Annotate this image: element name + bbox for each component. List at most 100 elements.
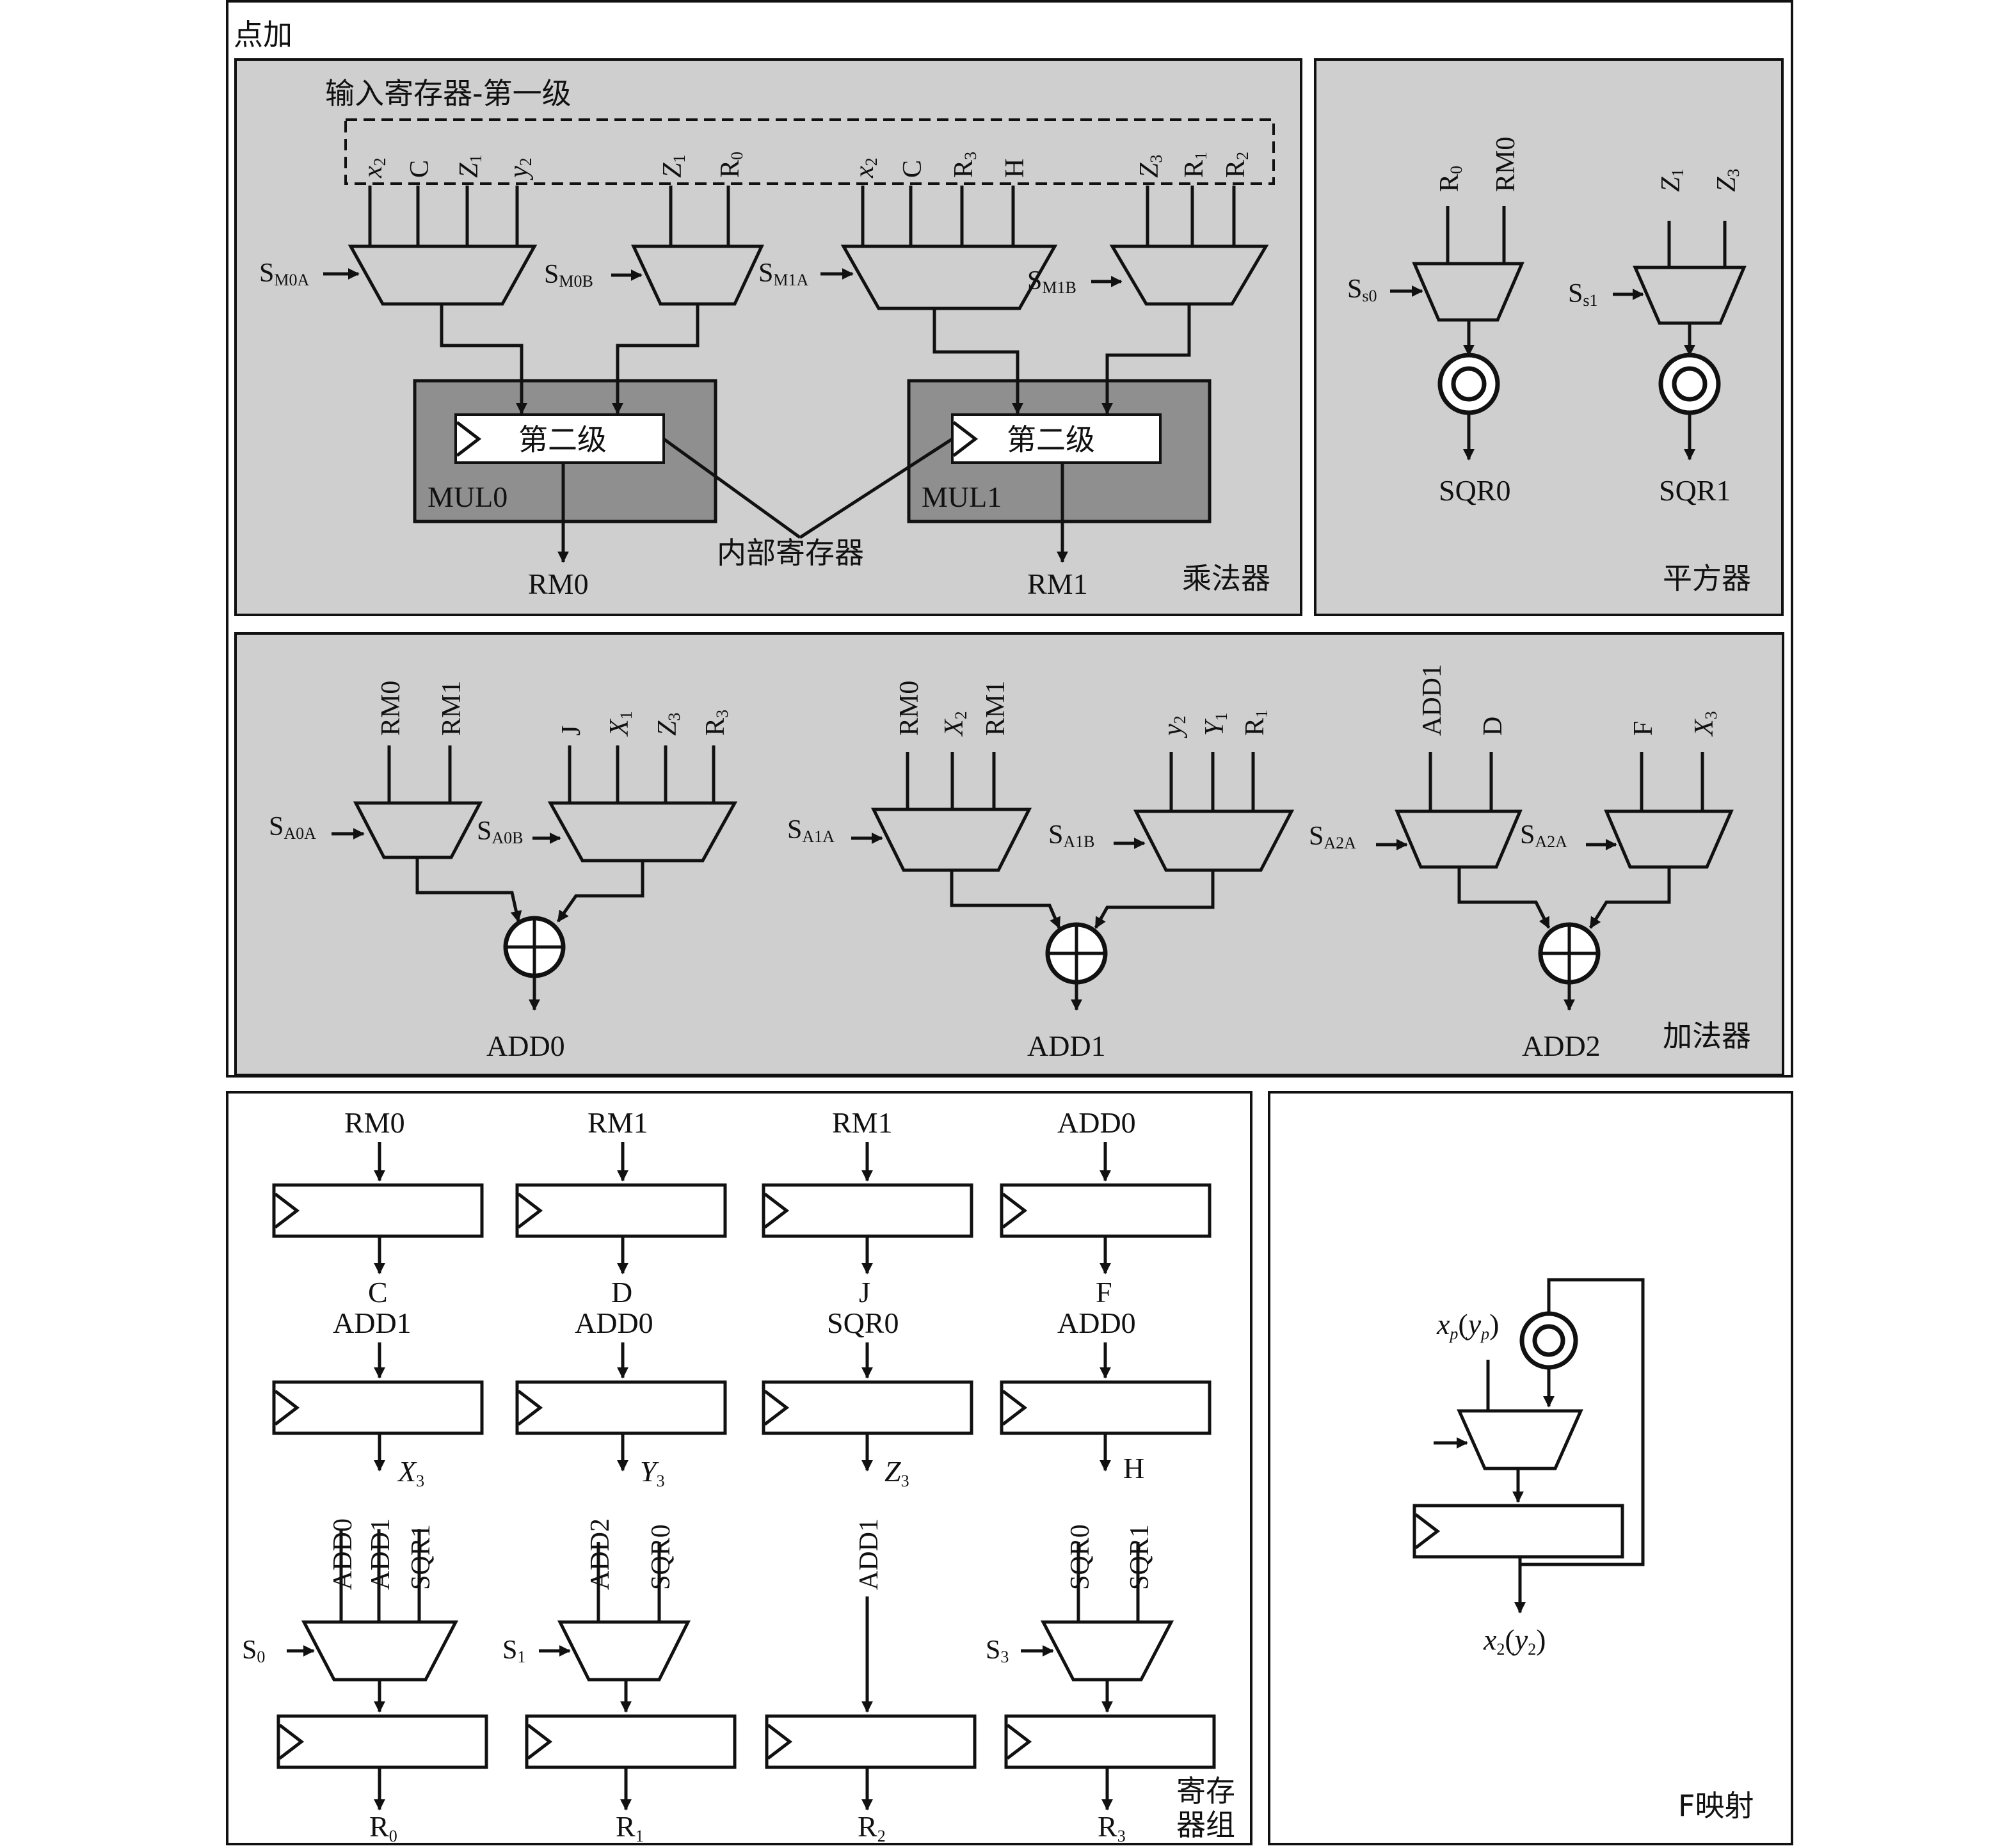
output-sqr1: SQR1	[1659, 474, 1731, 507]
reg-output-2: Y3	[640, 1455, 665, 1490]
input-label: R1	[1180, 152, 1210, 178]
input-label: R0	[1435, 166, 1466, 192]
input-label: Z1	[454, 155, 485, 178]
mux-select-label: S1	[502, 1635, 525, 1666]
output-rm1: RM1	[1027, 568, 1088, 600]
mux-a1a	[870, 808, 1032, 872]
mux-m0b-inputs: Z1 R0	[658, 152, 746, 246]
select-label-a0a: SA0A	[269, 812, 316, 843]
input-label: Z3	[1135, 155, 1165, 178]
stage2-label-0: 第二级	[518, 422, 607, 457]
squarer-title: 平方器	[1663, 561, 1751, 596]
input-label: Z3	[653, 713, 684, 736]
input-label: X1	[605, 711, 636, 737]
select-label-m1a: SM1A	[758, 259, 808, 289]
mul1-label: MUL1	[922, 481, 1002, 513]
input-label: RM0	[1491, 137, 1521, 192]
output-add0: ADD0	[486, 1030, 565, 1062]
mux-m0a-inputs: x2 C Z1 y2	[358, 155, 535, 246]
input-label: Z1	[658, 155, 689, 178]
select-label-a1a: SA1A	[787, 815, 835, 846]
register-group-title-2: 器组	[1176, 1808, 1235, 1842]
reg-output-2: Z3	[884, 1455, 909, 1490]
select-label-a2b: SA2A	[1520, 820, 1567, 851]
mux-input-label: SQR1	[406, 1524, 436, 1590]
mux-m1a-inputs: x2 C R3 H	[850, 152, 1030, 246]
select-label-s0: Ss0	[1347, 275, 1377, 305]
reg-output-3: R1	[616, 1810, 644, 1845]
reg-output-1: J	[859, 1276, 870, 1309]
input-label: x2	[850, 157, 881, 179]
mux-input-label: SQR0	[646, 1524, 676, 1590]
output-rm0: RM0	[528, 568, 589, 600]
adder-title: 加法器	[1663, 1019, 1751, 1053]
reg-input-1: RM1	[588, 1106, 648, 1139]
squarer-panel	[1314, 58, 1784, 616]
mux-select-label: S0	[242, 1635, 265, 1666]
output-sqr0: SQR0	[1439, 474, 1510, 507]
mux-input-label: SQR0	[1066, 1524, 1095, 1590]
f-map-input-label: xp(yp)	[1436, 1308, 1500, 1343]
register-group-title-1: 寄存	[1176, 1774, 1235, 1808]
output-add2: ADD2	[1522, 1030, 1601, 1062]
reg-output-2: H	[1123, 1452, 1144, 1484]
reg-output-2: X3	[397, 1455, 424, 1490]
mux-a1b	[1133, 809, 1295, 872]
square-op-1	[1658, 353, 1721, 415]
input-label: R0	[716, 152, 746, 178]
select-label-m0a: SM0A	[259, 259, 309, 289]
reg-input-2: ADD1	[333, 1307, 412, 1339]
input-label: C	[898, 160, 927, 178]
mux-input-label: SQR1	[1125, 1524, 1155, 1590]
input-label: RM1	[981, 681, 1011, 736]
input-label: ADD1	[1418, 664, 1447, 736]
reg-input-2: ADD0	[1057, 1307, 1136, 1339]
adder-section: RM0 RM1 J X1 Z3 R3 SA0A SA0B ADD0 RM0 X2…	[269, 664, 1751, 1062]
mux-input-label: ADD1	[366, 1518, 396, 1590]
stage2-register-0	[454, 413, 665, 464]
f-map-register	[1412, 1504, 1624, 1559]
input-label: C	[405, 160, 435, 178]
mux-m1a	[840, 244, 1058, 310]
mux-input-label: ADD0	[328, 1518, 358, 1590]
stage2-label-1: 第二级	[1007, 422, 1095, 457]
f-map-section: xp(yp) x2(y2) F映射	[1412, 1278, 1754, 1823]
reg-input-1: RM0	[344, 1106, 405, 1139]
select-label-a1b: SA1B	[1048, 820, 1094, 851]
mux-select-label: S3	[986, 1635, 1009, 1666]
squarer-section: R0 RM0 Z1 Z3 Ss0 Ss1 SQR0 SQR1 平方器	[1347, 137, 1751, 596]
multiplier-title: 乘法器	[1182, 561, 1270, 596]
input-label: F	[1629, 721, 1658, 736]
reg-output-1: F	[1096, 1276, 1112, 1309]
reg-column-0: RM0 C ADD1 X3 ADD0 ADD1 SQR1 S0	[242, 1106, 488, 1845]
mul0-label: MUL0	[428, 481, 508, 513]
point-add-title: 点加	[234, 17, 292, 52]
reg-column-3: ADD0 F ADD0 H SQR0 SQR1 S3 R3	[986, 1106, 1216, 1845]
reg-output-3: R3	[1098, 1810, 1126, 1845]
mux-s0	[1412, 262, 1524, 322]
multiplier-panel	[234, 58, 1302, 616]
input-label: R3	[949, 152, 980, 178]
stage2-register-1	[951, 413, 1162, 464]
input-label: Z1	[1656, 169, 1687, 192]
mux-s1	[1633, 266, 1747, 325]
input-label: x2	[358, 157, 389, 179]
mux-a2a	[1395, 809, 1523, 869]
reg-output-3: R2	[858, 1810, 886, 1845]
select-label-a0b: SA0B	[477, 816, 523, 847]
input-label: R3	[701, 710, 732, 736]
mux-a0b	[547, 801, 738, 863]
input-label: R2	[1221, 152, 1252, 178]
reg-input-2: ADD0	[575, 1307, 653, 1339]
input-label: y2	[504, 157, 535, 180]
select-label-m0b: SM0B	[544, 260, 593, 290]
input-label: X2	[940, 711, 970, 737]
mux-input-label: ADD2	[586, 1518, 615, 1590]
input-label: y2	[1158, 715, 1189, 738]
square-op-0	[1437, 353, 1500, 415]
reg-input-2: SQR0	[827, 1307, 899, 1339]
mux-a0a	[353, 801, 483, 859]
mux-selects: SM0A SM0B SM1A SM1B	[259, 259, 1123, 297]
internal-register-label: 内部寄存器	[717, 536, 864, 570]
